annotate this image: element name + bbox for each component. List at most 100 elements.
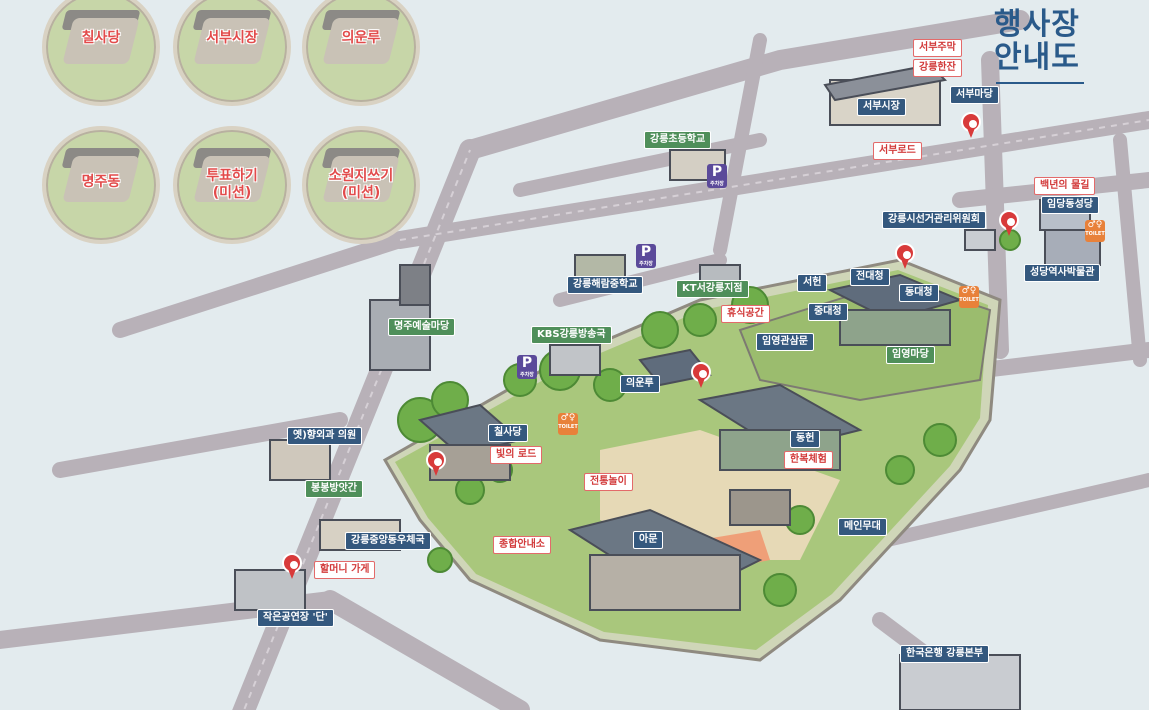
label-kbs[interactable]: KBS강릉방송국 [531,326,612,344]
label-haeram-school[interactable]: 강릉해람중학교 [567,276,644,294]
parking-sub: 주차장 [710,181,724,187]
thumb-myeongju[interactable]: 명주동 [42,126,160,244]
building-daecheong-body [839,309,951,346]
label-grandma-shop[interactable]: 할머니 가게 [314,561,376,579]
label-seobu-madang[interactable]: 서부마당 [950,86,999,104]
label-jeondaecheong[interactable]: 전대청 [850,268,890,286]
buildings [234,63,1101,710]
label-chilsadang[interactable]: 칠사당 [488,424,528,442]
pin-dot [1007,218,1015,226]
map-title: 행사장 안내도 [994,8,1080,74]
map-title-line2: 안내도 [994,40,1080,75]
label-cathedral-museum[interactable]: 성당역사박물관 [1024,264,1101,282]
label-info-center[interactable]: 종합안내소 [493,536,551,554]
pin-dot [969,120,977,128]
pin-tail [1005,226,1013,236]
pin-dot [290,561,298,569]
label-bank-of-korea[interactable]: 한국은행 강릉본부 [900,645,990,663]
location-pin-icon[interactable] [961,112,981,140]
label-seoheon[interactable]: 서헌 [797,274,828,292]
map-title-line1: 행사장 [994,7,1080,42]
location-pin-icon[interactable] [426,450,446,478]
thumb-chilsadang[interactable]: 칠사당 [42,0,160,106]
building-election [964,229,996,251]
pin-dot [434,458,442,466]
location-pin-icon[interactable] [282,553,302,581]
road-inner-1 [513,133,767,197]
toilet-icon[interactable]: ♂♀TOILET [1085,220,1105,242]
parking-sub: 주차장 [520,372,534,378]
label-election-commission[interactable]: 강릉시선거관리위원회 [882,211,986,229]
thumb-label-uiunru: 의운루 [341,30,381,46]
label-imyeong-madang[interactable]: 임영마당 [886,346,935,364]
parking-letter: P [711,164,723,180]
label-gangneung-hanjan[interactable]: 강릉한잔 [913,59,962,77]
label-seobu-road[interactable]: 서부로드 [873,142,922,160]
road-south [320,590,530,710]
thumb-label-myeongju: 명주동 [81,174,121,190]
toilet-icon[interactable]: ♂♀TOILET [558,413,578,435]
road-vertical-b [1113,133,1147,367]
label-imdang-church[interactable]: 임당동성당 [1041,196,1099,214]
road-north-main [460,10,1030,160]
parking-sub: 주차장 [639,261,653,267]
pin-tail [901,259,909,269]
label-hanbok[interactable]: 한복체험 [784,451,833,469]
location-pin-icon[interactable] [691,362,711,390]
toilet-sub: TOILET [959,297,979,303]
label-jungdaecheong[interactable]: 중대청 [808,303,848,321]
pin-head [282,553,302,573]
label-dongdaecheong[interactable]: 동대청 [899,284,939,302]
building-art [399,264,431,306]
thumb-uiunru[interactable]: 의운루 [302,0,420,106]
building-bank [899,654,1021,710]
toilet-sub: TOILET [558,424,578,430]
label-light-road[interactable]: 빛의 로드 [490,446,543,464]
label-traditional-play[interactable]: 전통놀이 [584,473,633,491]
label-kt-branch[interactable]: KT서강릉지점 [676,280,749,298]
thumb-label-vote: 투표하기 (미션) [206,168,258,201]
label-aheon[interactable]: 아문 [633,531,664,549]
building-kbs [549,344,601,376]
label-old-clinic[interactable]: 옛)향외과 의원 [287,427,363,445]
label-bongbong[interactable]: 봉봉방앗간 [305,480,363,498]
label-imyeonggwan[interactable]: 임영관삼문 [756,333,814,351]
location-pin-icon[interactable] [999,210,1019,238]
label-baeknyeon-mulgil[interactable]: 백년의 물길 [1034,177,1096,195]
label-seobu-market[interactable]: 서부시장 [857,98,906,116]
label-rest-area[interactable]: 휴식공간 [721,305,770,323]
location-pin-icon[interactable] [895,243,915,271]
label-small-theater[interactable]: 작은공연장 '단' [257,609,334,627]
road-central-diagonal [391,111,1149,249]
pin-tail [288,569,296,579]
label-gangneung-elementary[interactable]: 강릉초등학교 [644,131,712,149]
thumb-seobu-market[interactable]: 서부시장 [173,0,291,106]
label-seobu-jumak[interactable]: 서부주막 [913,39,962,57]
pin-dot [699,370,707,378]
toilet-icon[interactable]: ♂♀TOILET [959,286,979,308]
building-aheon-body [589,554,741,611]
pin-head [895,243,915,263]
pin-dot [903,251,911,259]
label-donghun[interactable]: 동헌 [790,430,821,448]
label-main-stage[interactable]: 메인무대 [838,518,887,536]
label-myeongju-art[interactable]: 명주예술마당 [388,318,456,336]
building-small-1 [729,489,791,526]
toilet-sub: TOILET [1085,231,1105,237]
building-clinic [269,439,331,481]
label-uiunru[interactable]: 의운루 [620,375,660,393]
thumb-vote[interactable]: 투표하기 (미션) [173,126,291,244]
thumb-label-chilsadang: 칠사당 [81,30,121,46]
parking-letter: P [640,244,652,260]
pin-tail [432,466,440,476]
thumb-label-wish: 소원지쓰기 (미션) [328,168,394,201]
parking-letter: P [521,355,533,371]
label-post-office[interactable]: 강릉중앙동우체국 [345,532,431,550]
pin-tail [967,128,975,138]
thumb-wish[interactable]: 소원지쓰기 (미션) [302,126,420,244]
